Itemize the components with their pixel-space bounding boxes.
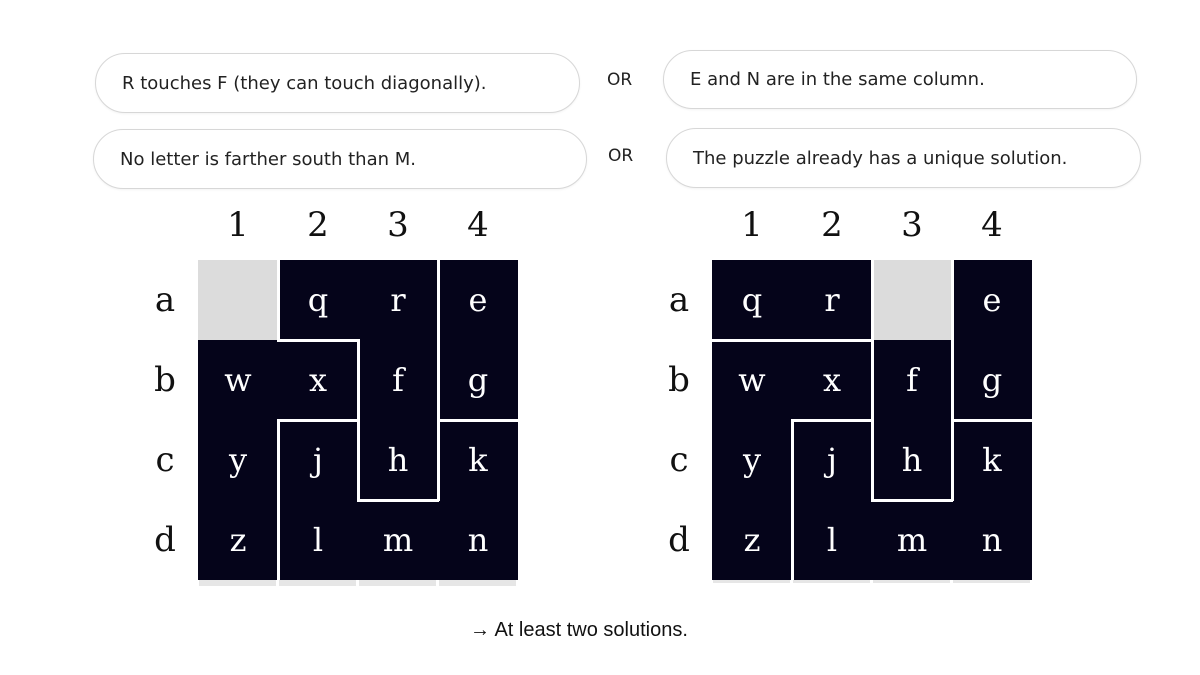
- letter-cell-j: j: [278, 420, 358, 500]
- letter-cell-x: x: [792, 340, 872, 420]
- letter-cell-w: w: [712, 340, 792, 420]
- letter-cell-z: z: [198, 500, 278, 580]
- row-label-d: d: [154, 520, 176, 560]
- letter-cell-z: z: [712, 500, 792, 580]
- clue-text: R touches F (they can touch diagonally).: [122, 72, 487, 94]
- row-label-b: b: [154, 360, 176, 400]
- letter-cell-g: g: [438, 340, 518, 420]
- clue-text: The puzzle already has a unique solution…: [693, 147, 1068, 169]
- column-label-2: 2: [307, 205, 329, 245]
- region-divider: [277, 259, 280, 341]
- letter-cell-q: q: [712, 260, 792, 340]
- letter-cell-k: k: [438, 420, 518, 500]
- conclusion-text: → At least two solutions.: [470, 619, 688, 641]
- region-divider: [951, 419, 954, 501]
- row-label-a: a: [668, 280, 690, 320]
- region-divider: [871, 339, 874, 501]
- clue-text: No letter is farther south than M.: [120, 148, 416, 170]
- letter-cell-m: m: [872, 500, 952, 580]
- row-label-c: c: [669, 440, 689, 480]
- letter-cell-f: f: [872, 340, 952, 420]
- region-divider: [277, 419, 280, 581]
- region-divider: [871, 259, 874, 341]
- letter-cell-h: h: [872, 420, 952, 500]
- column-label-1: 1: [227, 205, 249, 245]
- region-divider: [357, 499, 439, 502]
- letter-cell-n: n: [952, 500, 1032, 580]
- column-label-4: 4: [467, 205, 489, 245]
- clue-pill-e-n-same-column: E and N are in the same column.: [663, 50, 1137, 109]
- clue-pill-r-touches-f: R touches F (they can touch diagonally).: [95, 53, 580, 113]
- grid-bottom-edge: [279, 580, 356, 586]
- grid-bottom-edge: [439, 580, 516, 586]
- empty-cell: [872, 260, 952, 340]
- grid-bottom-edge: [199, 580, 276, 586]
- grid-bottom-edge: [873, 580, 950, 583]
- letter-cell-r: r: [792, 260, 872, 340]
- or-label-top: OR: [607, 70, 633, 90]
- clue-pill-no-letter-south-of-m: No letter is farther south than M.: [93, 129, 587, 189]
- region-divider: [277, 339, 359, 342]
- row-label-b: b: [668, 360, 690, 400]
- letter-cell-l: l: [792, 500, 872, 580]
- region-divider: [357, 339, 360, 501]
- or-label-bottom: OR: [608, 146, 634, 166]
- letter-cell-r: r: [358, 260, 438, 340]
- column-label-2: 2: [821, 205, 843, 245]
- region-divider: [871, 499, 953, 502]
- region-divider: [791, 419, 873, 422]
- letter-cell-l: l: [278, 500, 358, 580]
- letter-cell-h: h: [358, 420, 438, 500]
- letter-cell-w: w: [198, 340, 278, 420]
- column-label-3: 3: [901, 205, 923, 245]
- region-divider: [277, 419, 359, 422]
- grid-bottom-edge: [953, 580, 1030, 583]
- region-divider: [711, 339, 873, 342]
- letter-cell-j: j: [792, 420, 872, 500]
- row-label-a: a: [154, 280, 176, 320]
- row-label-d: d: [668, 520, 690, 560]
- region-divider: [437, 419, 519, 422]
- letter-cell-m: m: [358, 500, 438, 580]
- grid-bottom-edge: [793, 580, 870, 583]
- row-label-c: c: [155, 440, 175, 480]
- region-divider: [437, 259, 440, 421]
- column-label-3: 3: [387, 205, 409, 245]
- region-divider: [791, 419, 794, 581]
- letter-cell-f: f: [358, 340, 438, 420]
- letter-cell-g: g: [952, 340, 1032, 420]
- letter-cell-e: e: [952, 260, 1032, 340]
- clue-pill-unique-solution: The puzzle already has a unique solution…: [666, 128, 1141, 188]
- letter-cell-q: q: [278, 260, 358, 340]
- region-divider: [951, 419, 1033, 422]
- region-divider: [951, 259, 954, 421]
- grid-bottom-edge: [713, 580, 790, 583]
- region-divider: [437, 419, 440, 501]
- grid-bottom-edge: [359, 580, 436, 586]
- column-label-1: 1: [741, 205, 763, 245]
- letter-cell-n: n: [438, 500, 518, 580]
- letter-cell-x: x: [278, 340, 358, 420]
- letter-cell-y: y: [712, 420, 792, 500]
- column-label-4: 4: [981, 205, 1003, 245]
- letter-cell-y: y: [198, 420, 278, 500]
- letter-cell-k: k: [952, 420, 1032, 500]
- letter-cell-e: e: [438, 260, 518, 340]
- empty-cell: [198, 260, 278, 340]
- clue-text: E and N are in the same column.: [690, 69, 985, 90]
